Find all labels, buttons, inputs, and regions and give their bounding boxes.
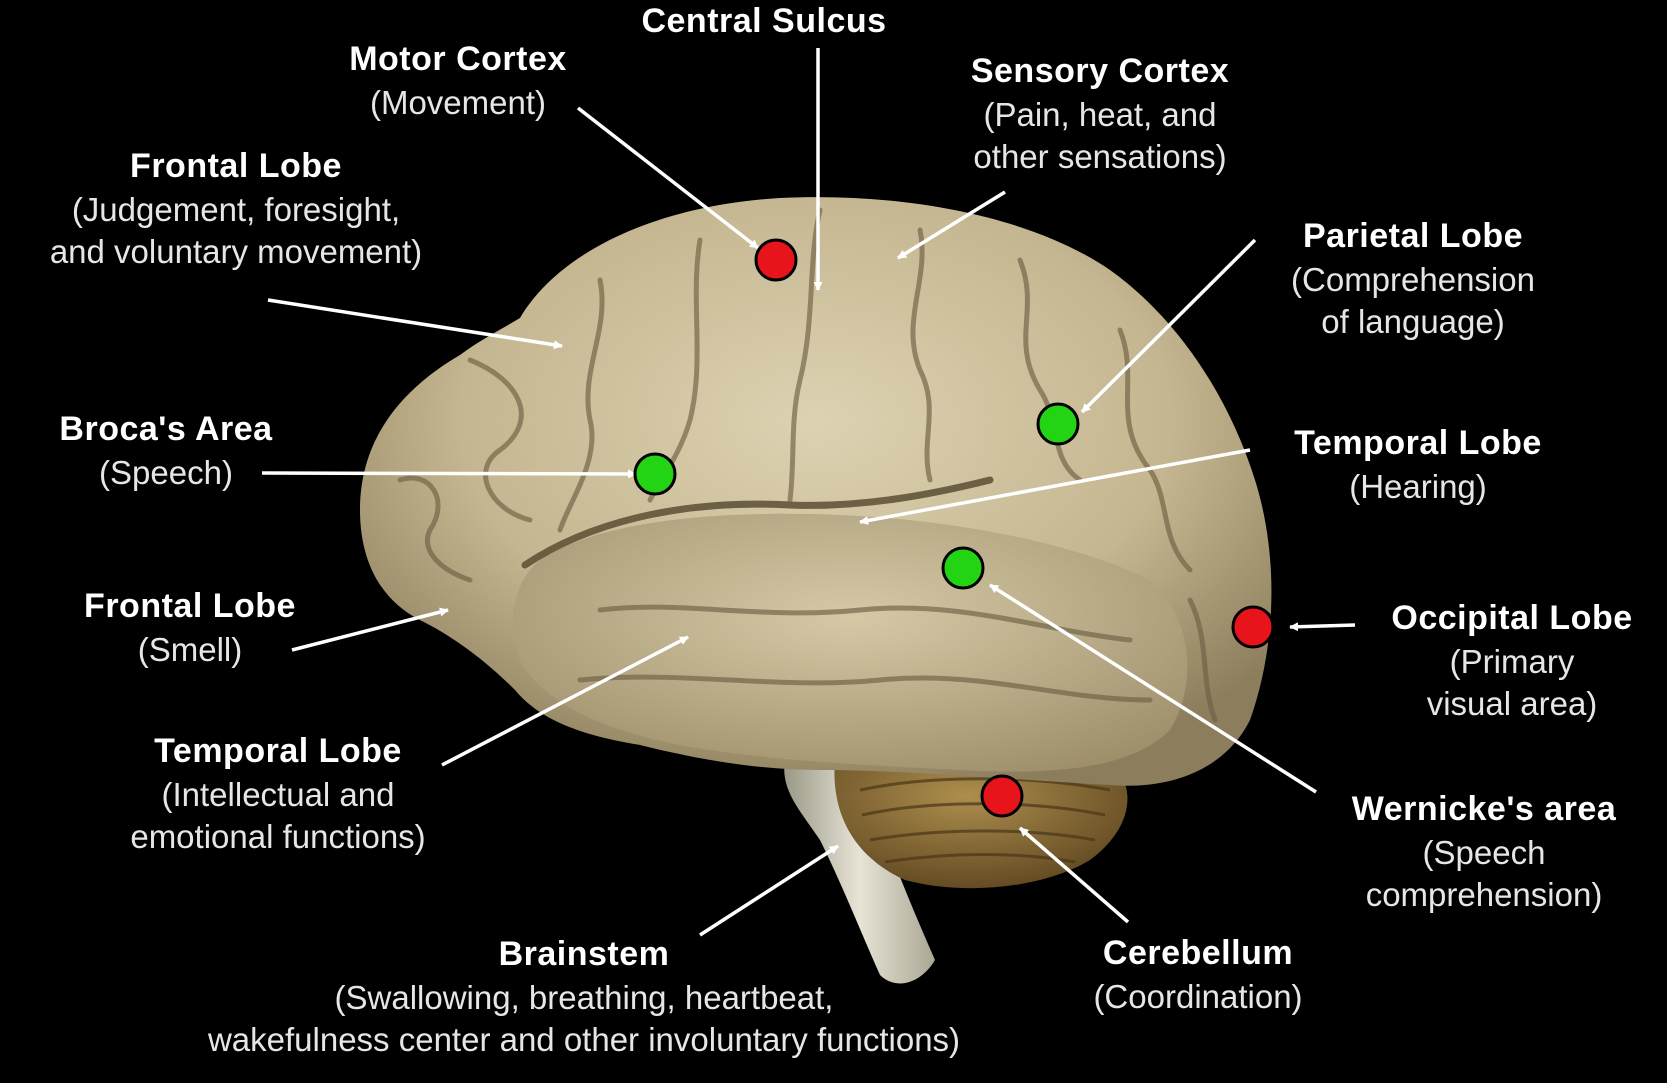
region-markers [633,238,1275,818]
arrow-cerebellum [1018,826,1130,924]
label-description: (Smell) [137,630,243,668]
label-description: (Coordination) [1093,977,1303,1015]
label-description: of language) [1321,302,1505,340]
brainstem-shape [784,760,935,984]
arrow-brocas-area [261,469,637,479]
label-title: Cerebellum [1102,934,1294,972]
label-motor-cortex: Motor Cortex (Movement) [349,38,567,124]
pointer-arrows [261,48,1356,937]
label-parietal-lobe: Parietal Lobe (Comprehension of language… [1291,215,1535,343]
label-title: Central Sulcus [641,2,887,40]
arrow-occipital-lobe [1289,622,1356,632]
label-wernickes-area: Wernicke's area (Speech comprehension) [1352,788,1616,916]
label-title: Brainstem [498,935,670,973]
label-description: (Speech [1422,833,1546,871]
label-description: (Comprehension [1291,260,1535,298]
label-title: Broca's Area [59,410,273,448]
label-title: Temporal Lobe [1294,424,1542,462]
label-description: comprehension) [1365,875,1603,913]
arrow-motor-cortex [576,106,760,250]
arrow-sensory-cortex [897,190,1006,260]
arrow-frontal-lobe-bottom [291,607,449,652]
label-description: (Hearing) [1349,467,1487,505]
label-title: Motor Cortex [349,40,567,78]
label-description: wakefulness center and other involuntary… [207,1020,961,1058]
label-brainstem: Brainstem (Swallowing, breathing, heartb… [208,933,960,1061]
label-description: emotional functions) [130,817,426,855]
label-description: (Speech) [99,453,233,491]
cerebellum-marker [980,774,1024,818]
label-occipital-lobe: Occipital Lobe (Primary visual area) [1391,597,1632,725]
label-cerebellum: Cerebellum (Coordination) [1093,932,1302,1018]
arrow-temporal-lobe-left [441,635,689,767]
label-frontal-lobe-bottom: Frontal Lobe (Smell) [84,585,296,671]
label-description: (Intellectual and [161,775,395,813]
label-sensory-cortex: Sensory Cortex (Pain, heat, and other se… [971,50,1229,178]
label-description: (Primary [1449,642,1575,680]
label-title: Temporal Lobe [154,732,402,770]
label-title: Occipital Lobe [1391,599,1633,637]
brocas-area-marker [633,452,677,496]
label-description: (Swallowing, breathing, heartbeat, [334,978,834,1016]
label-temporal-lobe-right: Temporal Lobe (Hearing) [1294,422,1542,508]
label-title: Frontal Lobe [130,147,342,185]
arrow-temporal-lobe-right [859,448,1251,525]
label-brocas-area: Broca's Area (Speech) [59,408,272,494]
label-description: and voluntary movement) [49,232,423,270]
label-temporal-lobe-left: Temporal Lobe (Intellectual and emotiona… [130,730,425,858]
label-frontal-lobe-top: Frontal Lobe (Judgement, foresight, and … [50,145,422,273]
label-central-sulcus: Central Sulcus [641,0,886,44]
label-description: (Judgement, foresight, [71,190,401,228]
wernickes-area-marker [941,546,985,590]
arrow-wernickes-area [989,583,1317,794]
arrow-brainstem [699,844,839,937]
label-description: (Movement) [369,83,547,121]
label-description: visual area) [1426,684,1598,722]
lateral-fissure [521,476,994,569]
label-description: other sensations) [973,137,1227,175]
parietal-lobe-marker [1036,402,1080,446]
occipital-lobe-marker [1231,605,1275,649]
label-title: Wernicke's area [1351,790,1617,828]
arrow-parietal-lobe [1080,238,1257,414]
temporal-lobe-shape [512,513,1188,772]
arrow-frontal-lobe-top [267,298,563,350]
label-title: Frontal Lobe [84,587,296,625]
label-title: Parietal Lobe [1302,217,1523,255]
motor-cortex-marker [754,238,798,282]
label-title: Sensory Cortex [970,52,1230,90]
label-description: (Pain, heat, and [983,95,1217,133]
